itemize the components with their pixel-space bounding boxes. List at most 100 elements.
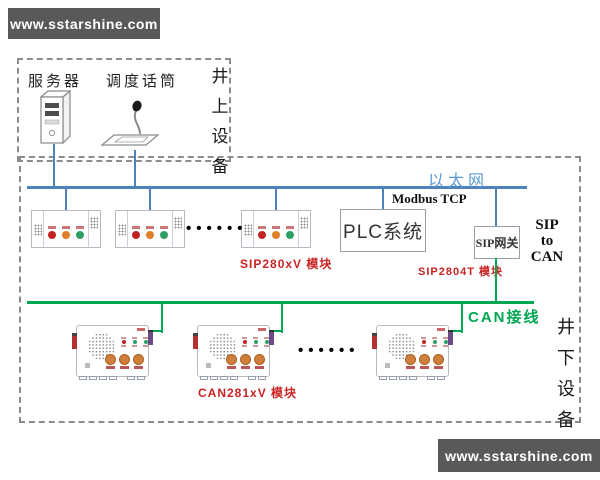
green-led xyxy=(160,231,168,239)
device-marking xyxy=(385,363,390,368)
indicator-leds xyxy=(421,337,448,347)
surface-title-char: 设 xyxy=(211,127,229,146)
button xyxy=(254,354,265,365)
dispatch-mic-label: 调度话筒 xyxy=(106,74,179,90)
button xyxy=(119,354,130,365)
red-led xyxy=(421,340,426,344)
drop-line xyxy=(65,189,67,210)
speaker-grille xyxy=(90,217,98,229)
indicator-leds xyxy=(121,337,148,347)
surface-title-char: 井 xyxy=(211,67,229,86)
drop-line xyxy=(149,189,151,210)
red-led xyxy=(48,231,56,239)
server-label: 服务器 xyxy=(28,74,83,90)
surface-title-char: 上 xyxy=(211,97,229,116)
speaker-grille xyxy=(300,217,308,229)
green-led xyxy=(432,340,437,344)
can-drop-line xyxy=(281,304,283,333)
green-led xyxy=(443,340,448,344)
can-module-device xyxy=(72,325,153,380)
sip-gateway-module-label: SIP2804T 模块 xyxy=(418,266,503,278)
green-led xyxy=(143,340,148,344)
speaker-grille xyxy=(174,217,182,229)
orange-led xyxy=(146,231,154,239)
can-stub-line xyxy=(147,330,163,332)
green-led xyxy=(264,340,269,344)
sip-module-device xyxy=(241,210,311,248)
can-stub-line xyxy=(268,330,283,332)
left-connector xyxy=(72,333,77,349)
sip-module-device xyxy=(31,210,101,248)
panel-divider xyxy=(88,211,89,247)
green-led xyxy=(132,340,137,344)
green-led xyxy=(253,340,258,344)
call-buttons xyxy=(105,354,144,369)
button xyxy=(433,354,444,365)
sip-module-device xyxy=(115,210,185,248)
right-connector xyxy=(448,330,453,345)
left-connector xyxy=(372,333,377,349)
speaker-grille xyxy=(244,224,252,236)
device-marking xyxy=(258,328,266,331)
gateway-can-drop-line xyxy=(495,258,497,303)
server-icon xyxy=(38,90,72,146)
button xyxy=(240,354,251,365)
ethernet-label: 以太网 xyxy=(428,173,489,190)
terminal-tabs xyxy=(79,376,146,380)
watermark-top: www.sstarshine.com xyxy=(8,8,160,39)
button xyxy=(405,354,416,365)
red-led xyxy=(132,231,140,239)
button xyxy=(105,354,116,365)
orange-led xyxy=(272,231,280,239)
underground-title-char: 井 xyxy=(557,317,575,337)
panel-divider xyxy=(253,211,254,247)
underground-title-char: 设 xyxy=(557,379,575,399)
green-led xyxy=(76,231,84,239)
device-marking xyxy=(137,328,145,331)
device-marking xyxy=(437,328,445,331)
can-module-device xyxy=(193,325,274,380)
right-connector xyxy=(148,330,153,345)
left-connector xyxy=(193,333,198,349)
server-drop-line xyxy=(53,144,55,187)
red-led xyxy=(258,231,266,239)
underground-title-char: 下 xyxy=(557,348,575,368)
panel-divider xyxy=(298,211,299,247)
surface-title-char: 备 xyxy=(211,157,229,176)
modbus-tcp-label: Modbus TCP xyxy=(392,191,467,206)
underground-equipment-box xyxy=(19,156,581,423)
can-module-device xyxy=(372,325,453,380)
speaker-grille xyxy=(34,224,42,236)
call-buttons xyxy=(226,354,265,369)
surface-equipment-box xyxy=(17,58,231,162)
call-buttons xyxy=(405,354,444,369)
dispatch-mic-icon xyxy=(98,94,164,152)
red-led xyxy=(242,340,247,344)
red-led xyxy=(121,340,126,344)
can-drop-line xyxy=(161,304,163,333)
indicator-leds xyxy=(242,337,269,347)
terminal-tabs xyxy=(200,376,267,380)
sip-to-can-line3: CAN xyxy=(530,249,564,265)
surface-title-vertical: 井 上 设 备 xyxy=(208,62,232,177)
watermark-bottom-text: www.sstarshine.com xyxy=(445,447,593,464)
sip-module-label: SIP280xV 模块 xyxy=(240,257,333,271)
sip-to-can-line1: SIP xyxy=(535,217,559,233)
indicator-leds xyxy=(129,226,171,239)
plc-drop-line xyxy=(382,189,384,210)
plc-system-label: PLC系统 xyxy=(343,222,423,243)
orange-led xyxy=(62,231,70,239)
button xyxy=(419,354,430,365)
plc-system-box: PLC系统 xyxy=(340,209,426,252)
sip-to-can-line2: to xyxy=(540,233,554,249)
underground-title-char: 备 xyxy=(557,410,575,430)
can-stub-line xyxy=(447,330,463,332)
can-drop-line xyxy=(461,304,463,333)
panel-divider xyxy=(127,211,128,247)
right-connector xyxy=(269,330,274,345)
device-marking xyxy=(206,363,211,368)
button xyxy=(226,354,237,365)
underground-title-vertical: 井 下 设 备 xyxy=(553,313,579,432)
terminal-tabs xyxy=(379,376,446,380)
ellipsis-upper: •••••• xyxy=(186,220,248,237)
